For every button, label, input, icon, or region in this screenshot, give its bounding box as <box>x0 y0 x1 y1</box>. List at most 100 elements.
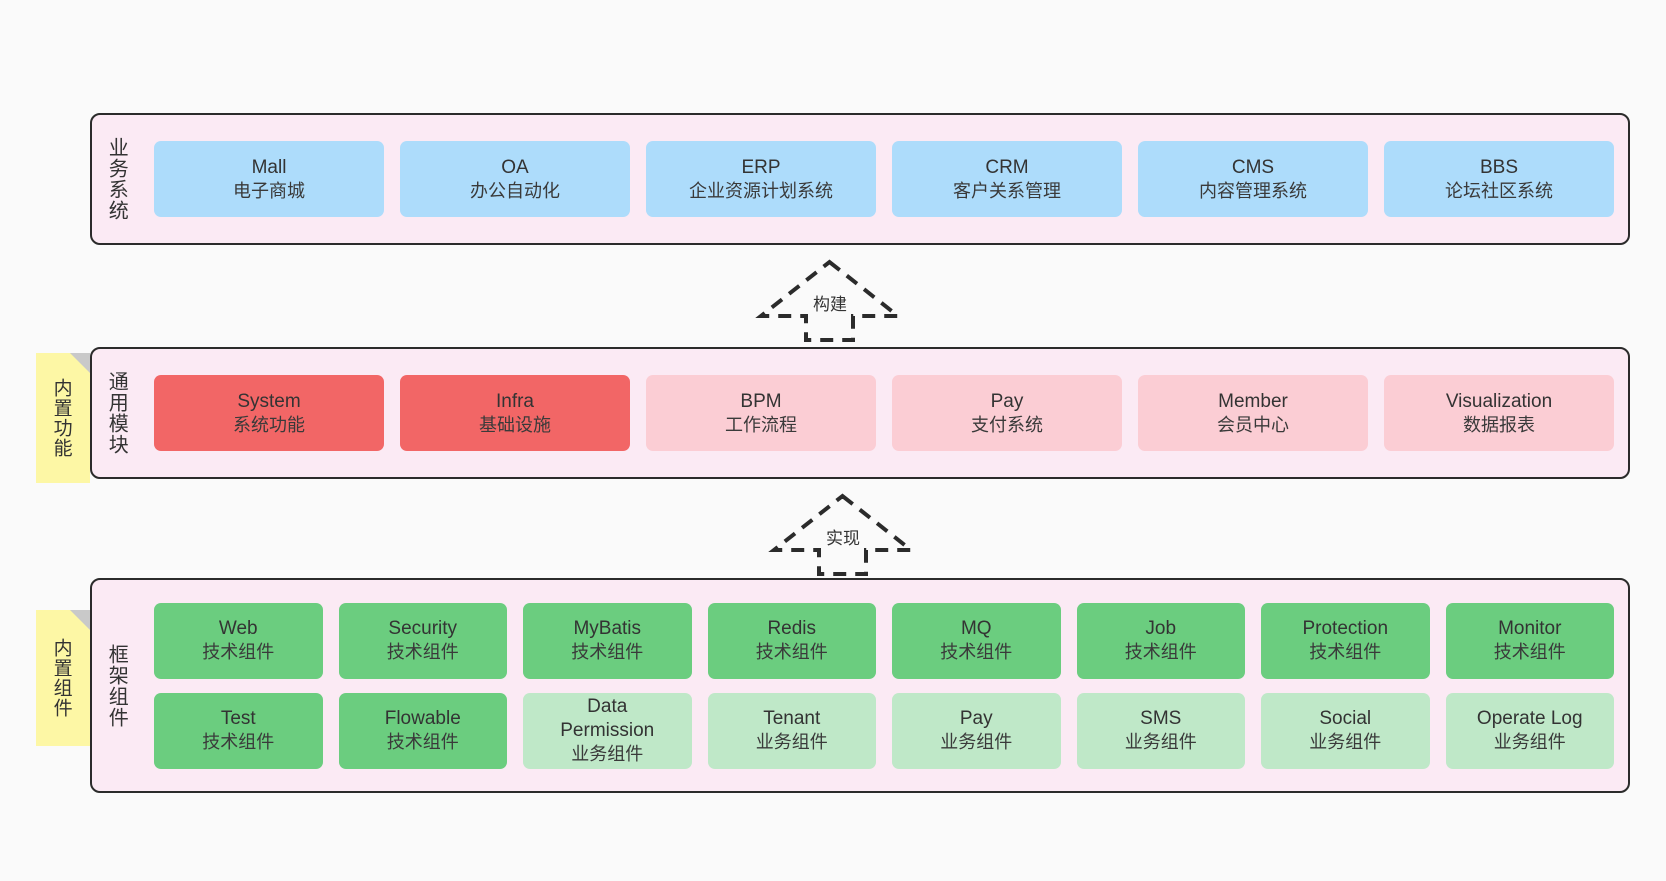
component-card-title: Operate Log <box>1476 708 1583 730</box>
module-card-subtitle: 办公自动化 <box>470 180 560 201</box>
component-card-subtitle: 技术组件 <box>202 642 275 663</box>
component-card-title: Job <box>1145 618 1177 640</box>
module-card-visualization[interactable]: Visualization 数据报表 <box>1384 375 1614 451</box>
module-card-crm[interactable]: CRM 客户关系管理 <box>892 141 1122 217</box>
component-card-title: Tenant <box>763 708 821 730</box>
component-card-subtitle: 业务组件 <box>1493 732 1566 753</box>
component-card-title: Data Permission <box>560 696 655 742</box>
layer-framework-components-title: 框架组件 <box>105 643 128 728</box>
layer-business-systems-body: Mall 电子商城 OA 办公自动化 ERP 企业资源计划系统 CRM 客户关系… <box>140 115 1628 243</box>
layer-common-modules-body: System 系统功能 Infra 基础设施 BPM 工作流程 Pay 支付系统… <box>140 349 1628 477</box>
module-card-cms[interactable]: CMS 内容管理系统 <box>1138 141 1368 217</box>
module-card-title: CRM <box>985 156 1029 178</box>
component-card-subtitle: 业务组件 <box>1309 732 1382 753</box>
component-card-subtitle: 技术组件 <box>1493 642 1566 663</box>
component-card-title: MyBatis <box>573 618 642 640</box>
module-card-erp[interactable]: ERP 企业资源计划系统 <box>646 141 876 217</box>
framework-tech-row: Web 技术组件 Security 技术组件 MyBatis 技术组件 Redi… <box>154 602 1614 679</box>
component-card-mq[interactable]: MQ 技术组件 <box>892 602 1061 679</box>
component-card-social[interactable]: Social 业务组件 <box>1261 692 1430 769</box>
layer-common-modules-title: 通用模块 <box>105 371 128 455</box>
module-card-system[interactable]: System 系统功能 <box>154 375 384 451</box>
module-card-title: System <box>237 390 301 412</box>
component-card-title: Flowable <box>384 708 461 730</box>
component-card-title: SMS <box>1140 708 1182 730</box>
module-card-title: Visualization <box>1445 390 1553 412</box>
connector-implement-arrow <box>768 492 917 578</box>
component-card-subtitle: 业务组件 <box>1124 732 1197 753</box>
component-card-subtitle: 技术组件 <box>202 732 275 753</box>
component-card-title: Redis <box>767 618 817 640</box>
note-builtin-components: 内置组件 <box>36 610 90 746</box>
component-card-flowable[interactable]: Flowable 技术组件 <box>338 692 507 769</box>
module-card-title: BBS <box>1479 156 1519 178</box>
module-card-title: OA <box>501 156 529 178</box>
component-card-tenant[interactable]: Tenant 业务组件 <box>707 692 876 769</box>
layer-business-systems-title: 业务系统 <box>105 137 128 221</box>
layer-framework-components: 框架组件 Web 技术组件 Security 技术组件 MyBatis 技术组件… <box>90 578 1630 793</box>
module-card-infra[interactable]: Infra 基础设施 <box>400 375 630 451</box>
component-card-subtitle: 技术组件 <box>1309 642 1382 663</box>
component-card-monitor[interactable]: Monitor 技术组件 <box>1445 602 1614 679</box>
module-card-title: ERP <box>741 156 781 178</box>
module-card-bpm[interactable]: BPM 工作流程 <box>646 375 876 451</box>
note-builtin-components-label: 内置组件 <box>50 638 72 718</box>
note-fold-corner-icon <box>70 353 90 373</box>
connector-build-arrow <box>755 258 904 344</box>
component-card-subtitle: 技术组件 <box>386 642 459 663</box>
module-card-title: Infra <box>495 390 535 412</box>
layer-business-systems: 业务系统 Mall 电子商城 OA 办公自动化 ERP 企业资源计划系统 CRM… <box>90 113 1630 245</box>
component-card-security[interactable]: Security 技术组件 <box>338 602 507 679</box>
component-card-title: Security <box>388 618 458 640</box>
component-card-data-permission[interactable]: Data Permission 业务组件 <box>523 692 692 769</box>
layer-common-modules: 通用模块 System 系统功能 Infra 基础设施 BPM 工作流程 Pay… <box>90 347 1630 479</box>
common-modules-row: System 系统功能 Infra 基础设施 BPM 工作流程 Pay 支付系统… <box>154 375 1614 451</box>
connector-build-label: 构建 <box>813 295 847 314</box>
module-card-subtitle: 电子商城 <box>233 180 305 201</box>
module-card-mall[interactable]: Mall 电子商城 <box>154 141 384 217</box>
module-card-title: Pay <box>990 390 1024 412</box>
component-card-title: Pay <box>959 708 993 730</box>
component-card-redis[interactable]: Redis 技术组件 <box>707 602 876 679</box>
component-card-job[interactable]: Job 技术组件 <box>1076 602 1245 679</box>
module-card-subtitle: 系统功能 <box>233 414 305 435</box>
component-card-title: Test <box>220 708 256 730</box>
module-card-title: BPM <box>740 390 782 412</box>
component-card-protection[interactable]: Protection 技术组件 <box>1261 602 1430 679</box>
component-card-subtitle: 技术组件 <box>940 642 1013 663</box>
note-builtin-features-label: 内置功能 <box>50 378 72 458</box>
component-card-subtitle: 技术组件 <box>386 732 459 753</box>
component-card-sms[interactable]: SMS 业务组件 <box>1076 692 1245 769</box>
component-card-operate-log[interactable]: Operate Log 业务组件 <box>1445 692 1614 769</box>
module-card-subtitle: 内容管理系统 <box>1199 180 1307 201</box>
note-fold-corner-icon <box>70 610 90 630</box>
module-card-subtitle: 数据报表 <box>1463 414 1535 435</box>
connector-implement-label: 实现 <box>826 529 860 548</box>
module-card-member[interactable]: Member 会员中心 <box>1138 375 1368 451</box>
component-card-pay[interactable]: Pay 业务组件 <box>892 692 1061 769</box>
module-card-title: Member <box>1218 390 1288 412</box>
component-card-subtitle: 技术组件 <box>755 642 828 663</box>
component-card-web[interactable]: Web 技术组件 <box>154 602 323 679</box>
framework-business-row: Test 技术组件 Flowable 技术组件 Data Permission … <box>154 692 1614 769</box>
module-card-subtitle: 论坛社区系统 <box>1445 180 1553 201</box>
component-card-mybatis[interactable]: MyBatis 技术组件 <box>523 602 692 679</box>
component-card-test[interactable]: Test 技术组件 <box>154 692 323 769</box>
module-card-title: Mall <box>251 156 287 178</box>
module-card-pay[interactable]: Pay 支付系统 <box>892 375 1122 451</box>
module-card-oa[interactable]: OA 办公自动化 <box>400 141 630 217</box>
module-card-subtitle: 工作流程 <box>725 414 797 435</box>
component-card-subtitle: 业务组件 <box>940 732 1013 753</box>
module-card-subtitle: 基础设施 <box>479 414 551 435</box>
component-card-title: MQ <box>960 618 992 640</box>
module-card-subtitle: 会员中心 <box>1217 414 1289 435</box>
module-card-bbs[interactable]: BBS 论坛社区系统 <box>1384 141 1614 217</box>
component-card-title: Web <box>218 618 258 640</box>
component-card-title: Protection <box>1302 618 1389 640</box>
module-card-subtitle: 支付系统 <box>971 414 1043 435</box>
component-card-subtitle: 业务组件 <box>755 732 828 753</box>
component-card-subtitle: 技术组件 <box>571 642 644 663</box>
component-card-subtitle: 业务组件 <box>571 744 644 765</box>
business-systems-row: Mall 电子商城 OA 办公自动化 ERP 企业资源计划系统 CRM 客户关系… <box>154 141 1614 217</box>
module-card-subtitle: 企业资源计划系统 <box>689 180 833 201</box>
